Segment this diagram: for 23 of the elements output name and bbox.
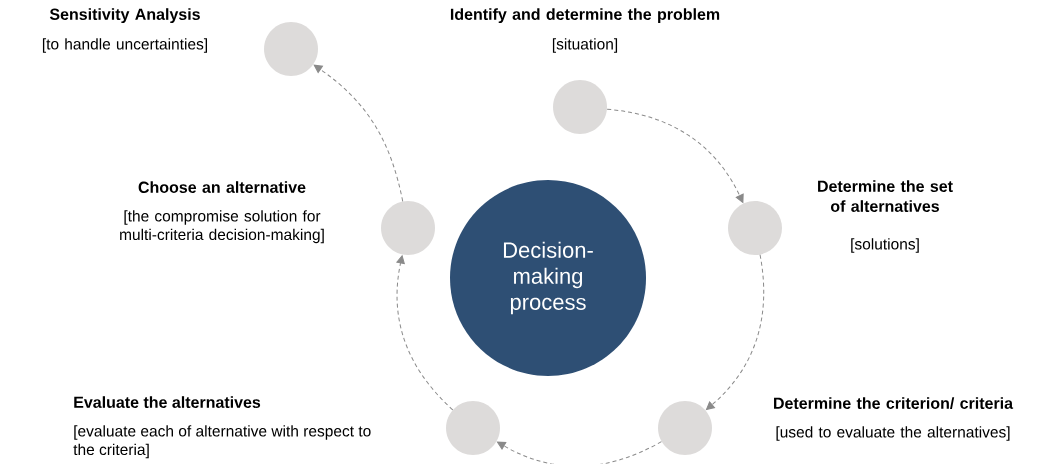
- step-heading: Sensitivity Analysis: [49, 8, 200, 24]
- step-circle: [446, 401, 500, 455]
- step-note: [evaluate each of alternative with respect to the criteria]: [73, 425, 371, 459]
- step-note: [the compromise solution for multi-criteria decision-making]: [120, 210, 324, 244]
- step-circle: [728, 201, 782, 255]
- step-heading: Determine the set of alternatives: [818, 180, 953, 212]
- arrow: [705, 254, 765, 411]
- arrow: [313, 64, 404, 202]
- step-note: [to handle uncertainties]: [42, 38, 207, 53]
- step-note: [used to evaluate the alternatives]: [776, 426, 1010, 441]
- step-heading: Determine the criterion/ criteria: [774, 397, 1014, 410]
- arrow: [497, 441, 662, 464]
- step-heading: Identify and determine the problem: [450, 8, 720, 24]
- step-circle: [658, 401, 712, 455]
- arrow: [606, 108, 744, 203]
- step-circle: [381, 201, 435, 255]
- step-circle: [264, 22, 318, 76]
- step-note: [situation]: [552, 38, 618, 53]
- step-heading: Choose an alternative: [138, 181, 306, 193]
- arrow: [396, 255, 454, 411]
- step-note: [solutions]: [851, 238, 919, 253]
- step-heading: Evaluate the alternatives: [74, 396, 261, 408]
- step-circle: [553, 80, 607, 134]
